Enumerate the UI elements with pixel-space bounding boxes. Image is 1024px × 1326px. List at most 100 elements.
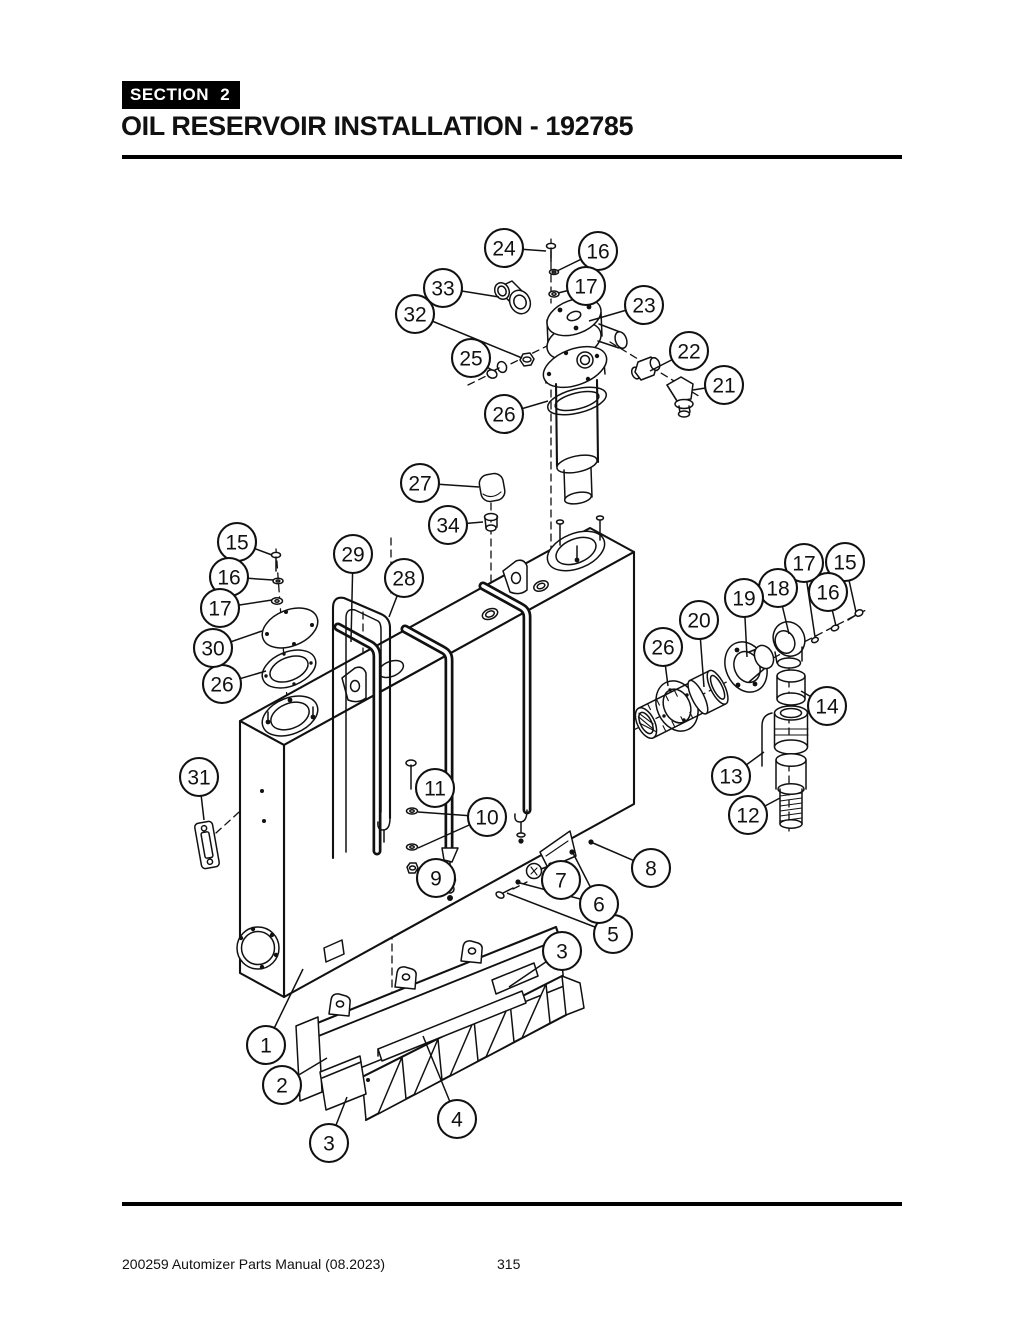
svg-text:13: 13: [719, 766, 742, 789]
svg-text:12: 12: [736, 805, 759, 828]
page-title: OIL RESERVOIR INSTALLATION - 192785: [121, 111, 634, 141]
cradle-pad-plate: [377, 990, 527, 1062]
tank-flange-left: [261, 695, 319, 737]
svg-text:26: 26: [210, 674, 233, 697]
callout-30: 30: [192, 627, 234, 669]
strainer-tube: [634, 669, 729, 739]
svg-text:21: 21: [712, 375, 735, 398]
svg-text:9: 9: [430, 868, 442, 891]
svg-text:18: 18: [766, 578, 789, 601]
suction-gasket: [655, 680, 699, 732]
callout-14: 14: [806, 685, 848, 727]
callout-16: 16: [807, 571, 849, 613]
exploded-strap-assembly: [331, 596, 392, 860]
callout-16: 16: [577, 230, 619, 272]
svg-text:27: 27: [408, 473, 431, 496]
coupler-14: [776, 669, 806, 706]
strap-frame-outer: [331, 596, 392, 860]
callout-12: 12: [727, 794, 769, 836]
strap-lug-left: [341, 666, 367, 703]
filter-bowl: [554, 378, 600, 505]
svg-text:3: 3: [323, 1133, 335, 1156]
elbow-fitting-33: [493, 280, 532, 315]
cleanout-cover: [236, 926, 280, 970]
callout-29: 29: [332, 533, 374, 575]
svg-text:3: 3: [556, 941, 568, 964]
callout-13: 13: [710, 755, 752, 797]
svg-text:8: 8: [645, 858, 657, 881]
callout-4: 4: [436, 1098, 478, 1140]
callout-22: 22: [668, 330, 710, 372]
callout-17: 17: [565, 265, 607, 307]
svg-text:29: 29: [341, 544, 364, 567]
svg-text:15: 15: [225, 532, 248, 555]
suction-assembly: [634, 609, 864, 829]
svg-text:31: 31: [187, 767, 210, 790]
svg-text:4: 4: [451, 1109, 463, 1132]
callout-10: 10: [466, 796, 508, 838]
filter-assembly: [478, 242, 694, 532]
nut-32: [519, 352, 535, 367]
svg-text:17: 17: [792, 553, 815, 576]
svg-text:34: 34: [436, 515, 460, 538]
svg-text:16: 16: [217, 567, 240, 590]
callout-9: 9: [415, 857, 457, 899]
cradle-tabs: [328, 940, 483, 1017]
svg-text:24: 24: [492, 238, 516, 261]
svg-text:33: 33: [431, 278, 454, 301]
svg-text:17: 17: [574, 276, 597, 299]
filter-gasket-ring: [546, 386, 608, 416]
callout-17: 17: [199, 587, 241, 629]
fitting-34: [483, 512, 499, 532]
callout-15: 15: [824, 541, 866, 583]
svg-text:16: 16: [586, 241, 609, 264]
callout-25: 25: [450, 337, 492, 379]
strap-bolt-hardware: [405, 759, 419, 874]
svg-text:22: 22: [677, 341, 700, 364]
callout-17: 17: [783, 542, 825, 584]
callout-1: 1: [245, 1024, 287, 1066]
elbow-21: [666, 376, 694, 418]
cradle-end-cap-left: [319, 1055, 367, 1111]
callout-34: 34: [427, 504, 469, 546]
suction-elbow: [772, 621, 806, 669]
mounting-cradle: [295, 925, 585, 1122]
svg-text:17: 17: [208, 598, 231, 621]
callout-18: 18: [757, 567, 799, 609]
svg-text:26: 26: [651, 637, 674, 660]
cradle-rail-front: [360, 974, 585, 1122]
callout-26: 26: [642, 626, 684, 668]
threaded-adapter: [775, 753, 807, 829]
callout-2: 2: [261, 1064, 303, 1106]
sight-gauge: [194, 820, 220, 870]
svg-text:11: 11: [424, 778, 446, 801]
callout-6: 6: [578, 883, 620, 925]
cover-plate: [261, 607, 319, 649]
vent-boss: [533, 579, 549, 593]
callout-26: 26: [483, 393, 525, 435]
strap-frame-inner: [345, 608, 382, 853]
callout-layer: 1233456789101112131415151616161717171819…: [178, 227, 866, 1164]
retainer-rod: [761, 712, 773, 767]
callout-3: 3: [541, 930, 583, 972]
breather-cap: [478, 472, 506, 503]
svg-text:15: 15: [833, 552, 856, 575]
svg-text:7: 7: [555, 870, 567, 893]
callout-7: 7: [540, 859, 582, 901]
cradle-end-cap-right: [491, 962, 539, 995]
cover-washers-screw: [270, 551, 284, 605]
svg-text:28: 28: [392, 568, 415, 591]
svg-text:1: 1: [260, 1035, 272, 1058]
svg-text:10: 10: [475, 807, 498, 830]
callout-8: 8: [630, 847, 672, 889]
footer-manual-info: 200259 Automizer Parts Manual (08.2023): [122, 1256, 386, 1272]
suction-hardware: [810, 609, 864, 644]
callout-21: 21: [703, 364, 745, 406]
svg-text:20: 20: [687, 610, 710, 633]
svg-text:14: 14: [815, 696, 839, 719]
callout-31: 31: [178, 756, 220, 798]
section-badge: SECTION 2: [122, 81, 241, 109]
callout-19: 19: [723, 577, 765, 619]
callout-26: 26: [201, 663, 243, 705]
